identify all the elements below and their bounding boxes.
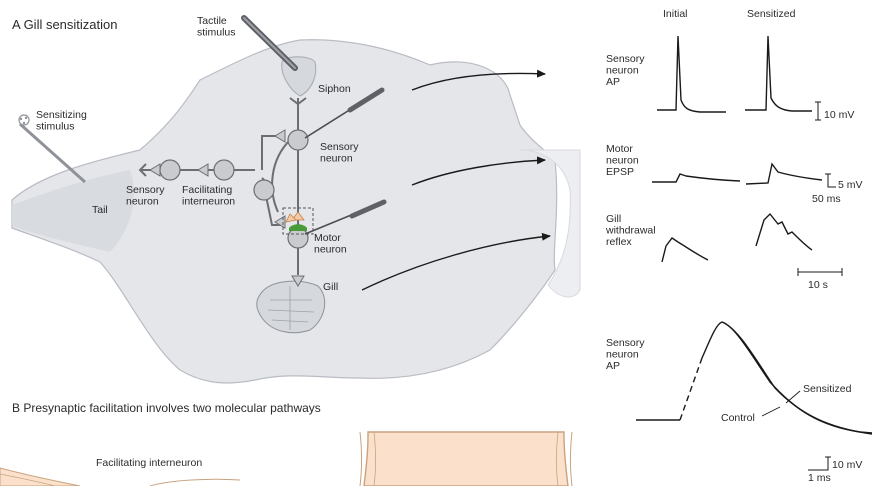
gill-label: Gill xyxy=(323,281,338,293)
control-leader-line xyxy=(762,407,780,416)
column-sensitized-label: Sensitized xyxy=(747,8,796,20)
sensory-neuron-tail-soma xyxy=(160,160,180,180)
gill-label-line: Gill xyxy=(323,281,338,293)
panel-a-title: A Gill sensitization xyxy=(12,17,118,32)
ap-control-label: Control xyxy=(721,412,755,424)
scale-label-ap-voltage: 10 mV xyxy=(832,459,862,471)
scale-bar-ap xyxy=(808,457,831,470)
panel-b-sensory-terminal xyxy=(364,432,568,486)
panel-b-interneuron-label: Facilitating interneuron xyxy=(96,457,202,469)
scale-label-sensory: 10 mV xyxy=(824,109,854,121)
sensitizing-electrode xyxy=(20,124,85,182)
trace-gill-sensitized xyxy=(756,214,812,250)
sensory-neuron-right-label-line: Sensory xyxy=(320,141,359,153)
sensory-neuron-left-label-line: Sensory xyxy=(126,184,165,196)
sensitizing-stimulus-label-line: Sensitizing xyxy=(36,109,87,121)
scale-bar-sensory xyxy=(815,102,821,120)
ap-overlay-label-line: Sensory xyxy=(606,337,645,349)
scale-label-epsp-time: 50 ms xyxy=(812,193,841,205)
scale-bar-gill xyxy=(798,268,842,276)
row-sensory-ap-label-line: Sensory xyxy=(606,53,645,65)
sensory-neuron-right-label-line: neuron xyxy=(320,153,353,165)
row-motor-epsp-label-line: Motor xyxy=(606,143,633,155)
motor-neuron-label-line: neuron xyxy=(314,244,347,256)
row-gill-reflex-label-line: reflex xyxy=(606,236,632,248)
sensory-neuron-siphon-soma xyxy=(288,130,308,150)
ap-overlay-label-line: neuron xyxy=(606,349,639,361)
tail-label: Tail xyxy=(92,204,108,216)
tactile-stimulus-label-line: Tactile xyxy=(197,15,227,27)
row-motor-epsp-label-line: EPSP xyxy=(606,166,634,178)
row-sensory-ap-label-line: AP xyxy=(606,76,620,88)
row-gill-reflex-label-line: Gill xyxy=(606,213,621,225)
tail-label-line: Tail xyxy=(92,204,108,216)
trace-gill-initial xyxy=(662,238,708,262)
row-gill-reflex-label-line: withdrawal xyxy=(605,225,656,237)
siphon-label-line: Siphon xyxy=(318,83,351,95)
motor-neuron-label-line: Motor xyxy=(314,232,341,244)
scale-label-gill-time: 10 s xyxy=(808,279,828,291)
trace-epsp-initial xyxy=(652,174,740,182)
scale-label-ap-time: 1 ms xyxy=(808,472,831,484)
sensitized-leader-line xyxy=(786,391,800,403)
sensitizing-stimulus-label-line: stimulus xyxy=(36,121,75,133)
scale-label-epsp-voltage: 5 mV xyxy=(838,179,863,191)
trace-sensory-ap-initial xyxy=(657,36,726,112)
siphon-label: Siphon xyxy=(318,83,351,95)
row-sensory-ap-label-line: neuron xyxy=(606,65,639,77)
row-motor-epsp-label-line: neuron xyxy=(606,155,639,167)
tactile-stimulus-label-line: stimulus xyxy=(197,27,236,39)
trace-epsp-sensitized xyxy=(746,164,822,184)
panel-b-title: B Presynaptic facilitation involves two … xyxy=(12,401,321,415)
sensory-neuron-left-label-line: neuron xyxy=(126,196,159,208)
ap-rising-phase-dashed xyxy=(680,358,702,420)
facilitating-interneuron-label-line: Facilitating xyxy=(182,184,232,196)
ap-overlay-label-line: AP xyxy=(606,360,620,372)
facilitating-interneuron-soma xyxy=(214,160,234,180)
scale-bar-epsp xyxy=(825,174,836,187)
panel-b-interneuron-terminal xyxy=(0,468,80,486)
facilitating-interneuron-label-line: interneuron xyxy=(182,196,235,208)
interneuron-soma-lower xyxy=(254,180,274,200)
column-initial-label: Initial xyxy=(663,8,688,20)
trace-sensory-ap-sensitized xyxy=(745,36,812,111)
ap-sensitized-label: Sensitized xyxy=(803,383,852,395)
